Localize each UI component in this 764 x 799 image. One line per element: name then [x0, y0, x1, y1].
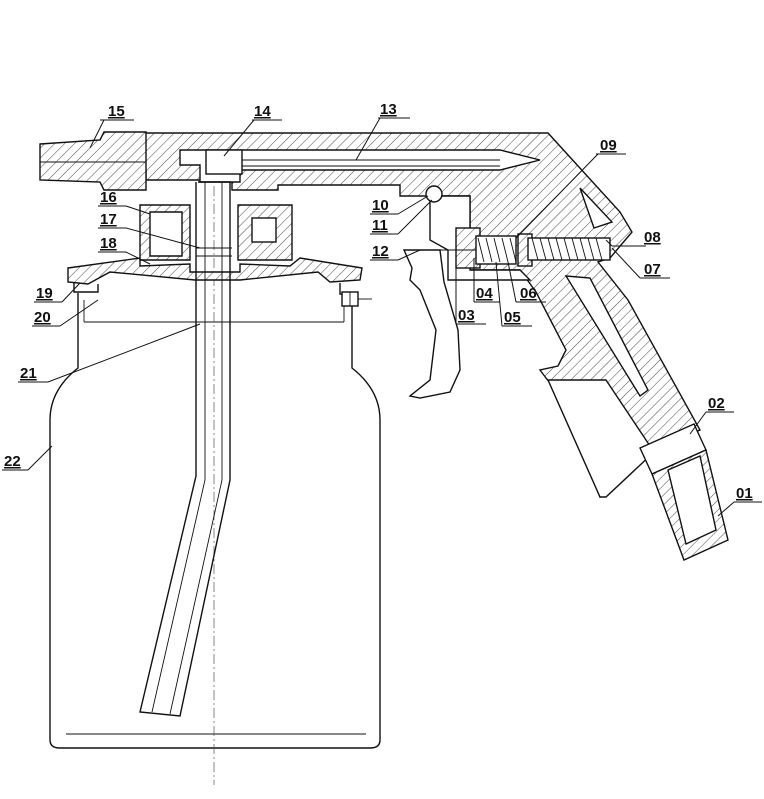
- label-12: 12: [372, 243, 389, 260]
- label-14: 14: [254, 103, 271, 120]
- label-10: 10: [372, 197, 389, 214]
- nozzle: [39, 131, 147, 191]
- label-07: 07: [644, 261, 661, 278]
- air-inlet-fitting: [639, 423, 729, 561]
- label-09: 09: [600, 137, 617, 154]
- label-16: 16: [100, 189, 117, 206]
- container-cup: [49, 293, 381, 749]
- label-18: 18: [100, 235, 117, 252]
- valve-assembly: [418, 227, 611, 269]
- label-13: 13: [380, 101, 397, 118]
- gun-body: [141, 132, 701, 499]
- label-11: 11: [372, 217, 388, 234]
- suction-tube: [139, 181, 293, 717]
- label-02: 02: [708, 395, 725, 412]
- label-17: 17: [100, 211, 117, 228]
- label-01: 01: [736, 485, 753, 502]
- label-22: 22: [4, 453, 21, 470]
- label-05: 05: [504, 309, 521, 326]
- label-19: 19: [36, 285, 53, 302]
- needle-rod: [205, 149, 500, 175]
- label-21: 21: [20, 365, 37, 382]
- leader-lines: [2, 117, 762, 517]
- label-06: 06: [520, 285, 537, 302]
- trigger: [402, 185, 461, 399]
- label-15: 15: [108, 103, 125, 120]
- label-20: 20: [34, 309, 51, 326]
- label-08: 08: [644, 229, 661, 246]
- part-labels: 15 14 13 09 10 11 12 08 07 04 06 03 05 0…: [4, 101, 753, 502]
- container-lid: [67, 257, 372, 307]
- label-03: 03: [458, 307, 475, 324]
- label-04: 04: [476, 285, 493, 302]
